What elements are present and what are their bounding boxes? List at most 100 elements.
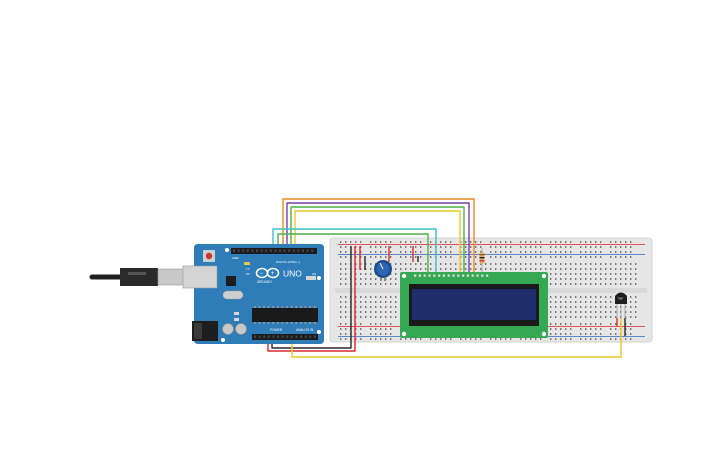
breadboard-hole [530,256,532,258]
breadboard-hole [450,268,452,270]
breadboard-hole [615,246,617,248]
breadboard-hole [430,241,432,243]
power-analog-header[interactable] [252,334,318,340]
wire-cyan[interactable] [272,228,437,275]
breadboard-hole [395,263,397,265]
breadboard-hole [535,268,537,270]
breadboard-hole [610,306,612,308]
wire-red-5v[interactable] [267,246,356,352]
chip-leg [267,306,270,308]
breadboard-hole [380,241,382,243]
lcd-pin [442,274,445,277]
breadboard-hole [395,296,397,298]
breadboard-hole [590,333,592,335]
breadboard-hole [440,251,442,253]
breadboard-hole [635,273,637,275]
breadboard-hole [365,283,367,285]
breadboard-hole [520,268,522,270]
breadboard-hole [565,323,567,325]
breadboard-hole [555,268,557,270]
breadboard-hole [580,316,582,318]
breadboard-hole [575,278,577,280]
potentiometer[interactable] [374,260,392,281]
breadboard-hole [505,241,507,243]
sensor-label: TMP [618,297,624,301]
breadboard-hole [590,306,592,308]
wire-yellow[interactable] [294,210,461,282]
arduino-uno-board[interactable]: − + UNO ARDUINO DIGITAL (PWM ~) POWER AN… [182,244,324,344]
usb-jack[interactable] [182,265,218,289]
breadboard-hole [625,283,627,285]
breadboard-hole [410,246,412,248]
breadboard-hole [620,241,622,243]
breadboard-hole [550,338,552,340]
chip-leg [277,322,279,324]
breadboard-hole [550,333,552,335]
chip-leg [263,306,265,308]
breadboard-hole [345,301,347,303]
breadboard-hole [540,268,542,270]
breadboard-hole [355,316,357,318]
breadboard-hole [345,316,347,318]
resistor[interactable] [479,248,485,274]
wire-orange[interactable] [282,198,475,282]
breadboard-hole [575,273,577,275]
lcd-16x2-display[interactable] [400,272,548,338]
breadboard-hole [560,296,562,298]
digital-header[interactable] [231,248,317,254]
breadboard-hole [345,241,347,243]
breadboard-hole [635,283,637,285]
breadboard-hole [580,296,582,298]
header-pin [265,249,268,252]
breadboard-hole [470,268,472,270]
breadboard-hole [355,256,357,258]
breadboard-hole [585,246,587,248]
chip-leg [281,322,284,324]
breadboard-hole [505,256,507,258]
lcd-pin [438,274,441,277]
breadboard-hole [420,246,422,248]
breadboard-hole [525,256,527,258]
breadboard-hole [375,246,377,248]
breadboard-hole [345,323,347,325]
breadboard-hole [565,338,567,340]
breadboard-hole [390,283,392,285]
breadboard-hole [635,301,637,303]
usb-cable[interactable] [89,268,185,286]
breadboard-hole [610,256,612,258]
breadboard-hole [460,338,462,340]
breadboard-hole [570,338,572,340]
breadboard-hole [400,256,402,258]
wire-purple[interactable] [286,202,470,282]
lcd-pin [486,274,489,277]
breadboard-hole [570,306,572,308]
breadboard-hole [345,256,347,258]
breadboard-hole [585,278,587,280]
breadboard-hole [530,251,532,253]
breadboard-hole [375,296,377,298]
breadboard-hole [530,338,532,340]
breadboard-hole [535,338,537,340]
breadboard-hole [550,323,552,325]
breadboard-hole [580,251,582,253]
breadboard-hole [605,296,607,298]
breadboard-hole [570,333,572,335]
breadboard-hole [535,256,537,258]
breadboard-hole [370,316,372,318]
breadboard-hole [565,328,567,330]
wire-yellow-a0[interactable] [291,318,622,358]
breadboard-hole [605,311,607,313]
wire-green-2[interactable] [277,233,429,275]
breadboard-hole [590,251,592,253]
breadboard-hole [470,246,472,248]
breadboard-hole [550,301,552,303]
breadboard-hole [580,263,582,265]
breadboard-hole [380,306,382,308]
breadboard-hole [555,323,557,325]
jumper-wires[interactable] [267,198,626,358]
temperature-sensor[interactable]: TMP [615,292,627,319]
breadboard-hole [440,256,442,258]
breadboard-hole [565,306,567,308]
breadboard-hole [390,263,392,265]
